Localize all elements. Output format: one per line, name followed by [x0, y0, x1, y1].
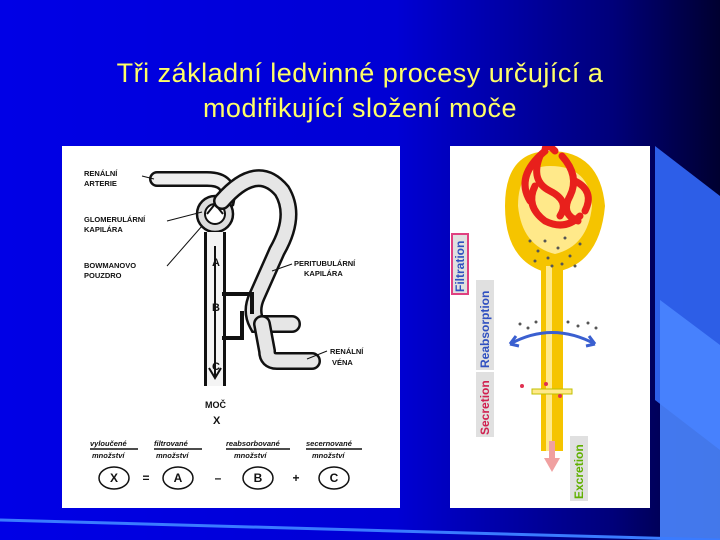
eq-filtered-2: množství [156, 451, 189, 460]
point-c-label: C [212, 361, 220, 373]
excretion-arrow [544, 441, 560, 472]
label-peritubular-2: KAPILÁRA [304, 269, 343, 278]
point-a-label: A [212, 257, 220, 269]
label-secretion-box: Secretion [476, 372, 494, 437]
eq-filtered-1: filtrované [154, 439, 188, 448]
urine-x-label: X [213, 415, 221, 427]
eq-secreted-2: množství [312, 451, 345, 460]
label-excretion-box: Excretion [570, 436, 588, 501]
glomerular-capillaries [521, 142, 592, 229]
eq-op-minus: – [215, 471, 222, 485]
nephron-tubule [204, 232, 226, 386]
label-renal-artery-1: RENÁLNÍ [84, 169, 118, 178]
eq-var-b: B [254, 471, 263, 485]
label-renal-artery-2: ARTERIE [84, 179, 117, 188]
point-b-label: B [212, 302, 220, 314]
title-line-2: modifikující složení moče [202, 93, 518, 123]
eq-var-a: A [174, 471, 183, 485]
eq-reabsorbed-2: množství [234, 451, 267, 460]
label-glomerular-1: GLOMERULÁRNÍ [84, 215, 146, 224]
label-excretion: Excretion [572, 444, 586, 499]
eq-var-c: C [330, 471, 339, 485]
eq-op-plus: + [292, 471, 299, 485]
filtrate-dots [518, 236, 598, 330]
label-reabsorption: Reabsorption [478, 291, 492, 368]
transport-arrows [222, 292, 254, 340]
tubule-tube [541, 266, 563, 451]
urine-label: MOČ [205, 399, 226, 410]
peritubular-capillary [213, 169, 321, 370]
eq-op-equals: = [142, 471, 149, 485]
eq-excreted-2: množství [92, 451, 125, 460]
title-line-1: Tři základní ledvinné procesy určující a [116, 58, 604, 88]
label-secretion: Secretion [478, 380, 492, 435]
label-filtration-box: Filtration [451, 233, 469, 295]
eq-excreted-1: vyloučené [90, 439, 127, 448]
label-renal-vein-1: RENÁLNÍ [330, 347, 364, 356]
eq-reabsorbed-1: reabsorbované [226, 439, 280, 448]
label-bowman-2: POUZDRO [84, 271, 122, 280]
renal-process-schematic: RENÁLNÍ ARTERIE GLOMERULÁRNÍ KAPILÁRA BO… [62, 146, 400, 508]
reabsorption-arrow [508, 331, 597, 348]
label-filtration: Filtration [453, 241, 467, 292]
label-bowman-1: BOWMANOVO [84, 261, 136, 270]
label-reabsorption-box: Reabsorption [476, 280, 494, 370]
nephron-illustration: Filtration Reabsorption Secretion Excret… [450, 142, 650, 508]
eq-var-x: X [110, 471, 118, 485]
bowman-capsule-cup [505, 151, 605, 276]
label-glomerular-2: KAPILÁRA [84, 225, 123, 234]
secretion-marker [520, 382, 573, 398]
slide-title: Tři základní ledvinné procesy určující a… [30, 56, 690, 126]
label-peritubular-1: PERITUBULÁRNÍ [294, 259, 356, 268]
label-renal-vein-2: VÉNA [332, 358, 353, 367]
eq-secreted-1: secernované [306, 439, 352, 448]
